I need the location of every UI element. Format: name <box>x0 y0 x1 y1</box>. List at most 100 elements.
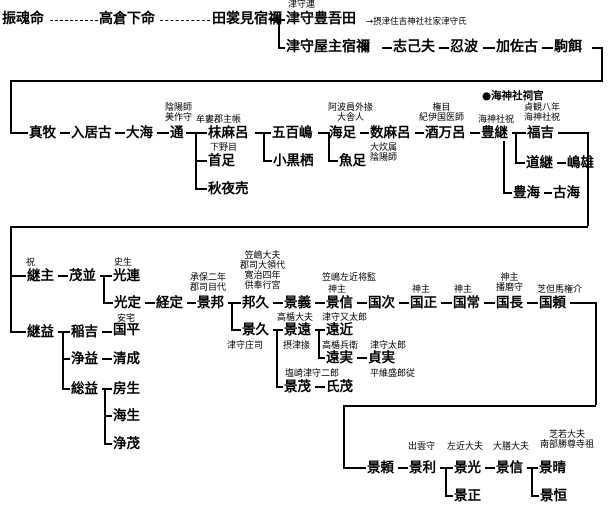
line <box>441 302 452 304</box>
person-takakurashimomikoto: 高倉下命 <box>99 11 155 27</box>
person-kagemasa: 景正 <box>454 488 481 504</box>
person-kagenobu: 景信 <box>326 295 353 311</box>
person-mitsusada: 光定 <box>114 295 141 311</box>
annotation-ooi: 大炊属陰陽師 <box>370 143 398 163</box>
person-koumi: 古海 <box>553 185 580 201</box>
person-kageyoshi: 景義 <box>284 295 311 311</box>
person-kuninaga: 国長 <box>496 295 523 311</box>
line <box>512 132 526 134</box>
line <box>315 302 325 304</box>
line <box>273 302 283 304</box>
line <box>276 329 278 386</box>
person-ioshima: 五百嶋 <box>272 125 313 141</box>
annotation-jogan: 貞観八年海神社祝 <box>524 103 561 123</box>
line <box>415 132 424 134</box>
line <box>343 405 345 468</box>
line <box>231 302 233 329</box>
annotation-shiba: 芝但馬権介 <box>537 285 583 295</box>
line <box>503 141 505 192</box>
line <box>527 302 538 304</box>
line <box>10 331 26 333</box>
person-kagehisa: 景久 <box>242 322 269 338</box>
person-komae: 駒餌 <box>554 39 582 55</box>
person-toyomioda: 津守豊吾田 <box>286 11 356 27</box>
line <box>228 302 241 304</box>
person-jouma: 浄益 <box>71 351 98 367</box>
annotation-sakon: 左近大夫 <box>447 442 484 452</box>
line <box>187 302 196 304</box>
line <box>601 47 603 81</box>
person-tooka: 遠近 <box>326 322 353 338</box>
line <box>62 388 70 390</box>
person-souma: 総益 <box>71 381 98 397</box>
person-fukuyoshi: 福吉 <box>527 125 554 141</box>
line <box>157 132 169 134</box>
line <box>328 160 338 162</box>
line <box>592 47 602 49</box>
person-kagenobu2: 景信 <box>496 460 523 476</box>
annotation-ookura: 大膳大夫 <box>493 442 530 452</box>
person-furutamamikoto: 振魂命 <box>2 11 44 27</box>
line <box>483 47 495 49</box>
line <box>276 386 283 388</box>
annotation-tsumoritaro: 津守太郎 <box>370 341 407 351</box>
person-tsugunushi: 継主 <box>27 268 54 284</box>
person-kunihira: 国平 <box>113 322 140 338</box>
person-sakamaro: 酒万呂 <box>425 125 466 141</box>
annotation-shisho: 史生 <box>114 258 133 268</box>
person-inayoshi: 稲吉 <box>71 324 98 340</box>
line <box>558 132 588 134</box>
person-oshinami: 忍波 <box>450 39 478 55</box>
person-toyoumi: 豊海 <box>513 185 540 201</box>
line <box>263 160 272 162</box>
line <box>195 160 207 162</box>
annotation-kasashima2: 笠嶋左近将監 <box>322 273 377 283</box>
title-marker: ●海神社祠官 <box>482 90 544 102</box>
dashed-link <box>50 20 98 21</box>
person-sadazane: 貞実 <box>368 350 395 366</box>
line <box>360 132 369 134</box>
line <box>263 132 265 160</box>
person-okuroso: 小黒栖 <box>273 153 314 169</box>
person-kagemitsu: 景光 <box>454 460 481 476</box>
line <box>318 329 320 357</box>
line <box>103 302 113 304</box>
person-joumo: 浄茂 <box>113 436 140 452</box>
annotation-izumo: 出雲守 <box>408 442 436 452</box>
line <box>278 19 285 21</box>
person-kazumaro: 数麻呂 <box>370 125 411 141</box>
line <box>62 358 70 360</box>
person-umio: 海生 <box>113 408 140 424</box>
annotation-anzen: 安宅 <box>117 314 136 324</box>
note-tsumori-clan: →摂津住吉神社社家津守氏 <box>366 17 467 27</box>
line <box>102 331 112 333</box>
annotation-shiozaki: 塩崎津守二郎 <box>285 369 340 379</box>
line <box>273 329 283 331</box>
line <box>587 132 589 226</box>
person-kasako: 加佐古 <box>496 39 538 55</box>
person-kunihisa: 邦久 <box>242 295 269 311</box>
annotation-kasashima: 笠嶋大夫郡司大領代寛治四年供奉行宮 <box>240 251 286 291</box>
line <box>531 467 533 496</box>
person-kageshige: 景茂 <box>284 379 311 395</box>
line <box>195 132 207 134</box>
dashed-link <box>160 20 210 21</box>
person-kubitari: 首足 <box>208 153 235 169</box>
line <box>145 302 155 304</box>
person-toozane: 遠実 <box>326 350 353 366</box>
person-tsuguma: 継益 <box>27 324 54 340</box>
annotation-takasagohyoe: 高楯兵衛 <box>322 341 359 351</box>
person-yanushisukune: 津守屋主宿禰 <box>286 39 370 55</box>
person-shigenami: 茂並 <box>69 268 96 284</box>
line <box>58 275 68 277</box>
person-uotari: 魚足 <box>339 153 366 169</box>
annotation-shoho: 承保二年郡司目代 <box>190 273 227 293</box>
line <box>343 405 596 407</box>
person-kagetsune: 景恒 <box>540 488 567 504</box>
line <box>357 302 367 304</box>
person-shikobu: 志己夫 <box>393 39 435 55</box>
line <box>103 275 105 302</box>
line <box>439 47 449 49</box>
person-kagetoo: 景遠 <box>284 322 311 338</box>
